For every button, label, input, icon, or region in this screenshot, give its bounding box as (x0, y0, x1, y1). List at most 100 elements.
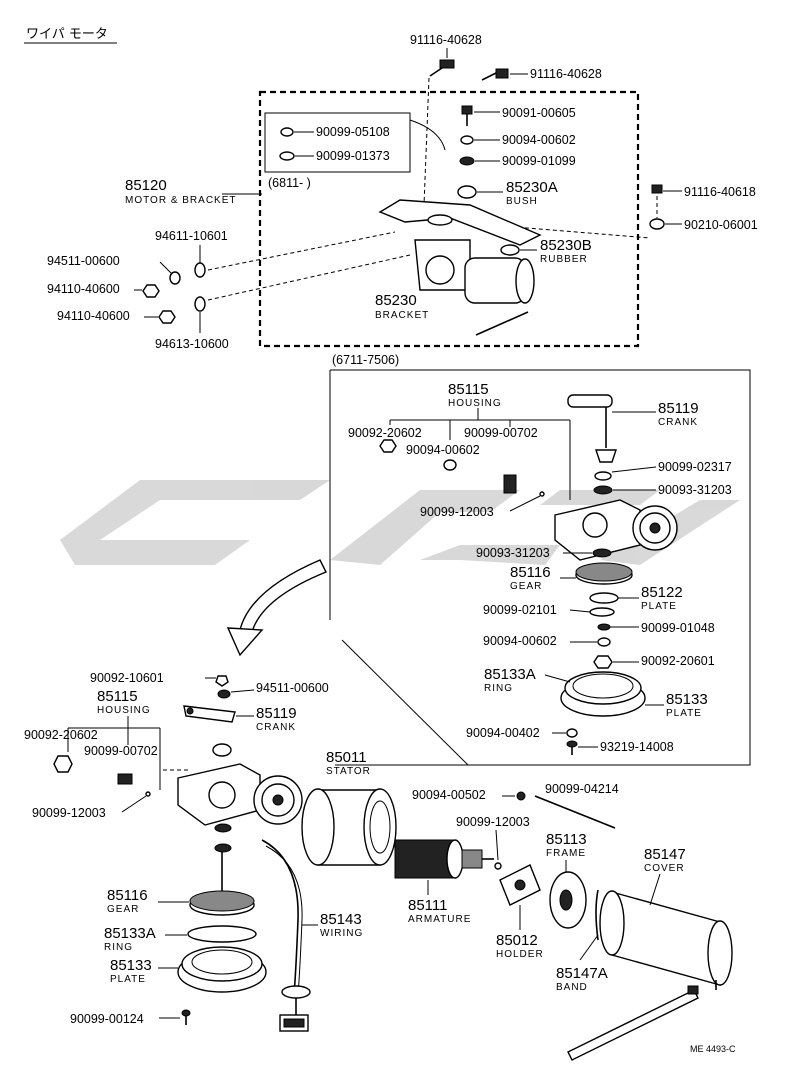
part-90093-31203-b: 90093-31203 (476, 546, 550, 560)
armature-85111 (394, 839, 494, 879)
part-90092-20602-a: 90092-20602 (348, 426, 422, 440)
part-90092-20602-b: 90092-20602 (24, 728, 98, 742)
motor-bracket-frame (258, 90, 640, 348)
part-85143-desc: WIRING (320, 928, 363, 939)
crank-85119-b (183, 705, 236, 723)
washer-90099-01373 (279, 151, 295, 161)
part-90099-04214: 90099-04214 (545, 782, 619, 796)
range-label-6711-7506: (6711-7506) (332, 353, 399, 367)
plate-85122 (589, 592, 619, 604)
motor-bracket-assembly (378, 199, 542, 336)
spring-90099-00702-a (503, 474, 517, 494)
part-94511-00600-b: 94511-00600 (256, 681, 329, 695)
bushing-top (212, 743, 232, 757)
part-85133A-a: 85133A (484, 666, 536, 683)
cover-85147 (599, 890, 733, 990)
part-85116-a-desc: GEAR (510, 581, 542, 592)
part-85115-a-desc: HOUSING (448, 398, 502, 409)
part-85147A: 85147A (556, 965, 608, 982)
part-85230B: 85230B (540, 237, 592, 254)
part-85133A-b-desc: RING (104, 942, 133, 953)
washer-bottom-a (214, 823, 232, 833)
washer-90099-01099 (459, 156, 475, 166)
part-94613-10600: 94613-10600 (155, 337, 229, 351)
washer-94511-00600-b (217, 689, 231, 699)
part-94511-00600-a: 94511-00600 (47, 254, 120, 268)
leader (489, 224, 651, 239)
page-title: ワイパ モータ (26, 27, 108, 42)
leader (649, 873, 661, 906)
part-85230A: 85230A (506, 179, 558, 196)
leader (495, 829, 499, 861)
part-90099-01099: 90099-01099 (502, 154, 576, 168)
output-shaft (567, 985, 699, 1061)
part-85115-b-desc: HOUSING (97, 705, 151, 716)
part-85116-a: 85116 (510, 564, 551, 581)
part-91116-40628-b: 91116-40628 (530, 67, 602, 81)
nut-94110-40600-b (158, 310, 176, 324)
part-85120: 85120 (125, 177, 167, 194)
part-94110-40600-b: 94110-40600 (57, 309, 130, 323)
part-90099-01373: 90099-01373 (316, 149, 390, 163)
part-90099-00702-b: 90099-00702 (84, 744, 158, 758)
washer-90093-31203-a (593, 485, 613, 495)
part-90093-31203-a: 90093-31203 (658, 483, 732, 497)
range-label-6811: (6811- ) (268, 176, 311, 190)
crank-85119-a (567, 394, 617, 463)
range-box (330, 369, 751, 766)
leader (230, 689, 255, 693)
washer-90094-00402 (566, 728, 578, 738)
part-85012-desc: HOLDER (496, 949, 544, 960)
part-90099-05108: 90099-05108 (316, 125, 390, 139)
part-85115-a: 85115 (448, 381, 489, 398)
washer-94613-10600 (194, 296, 206, 312)
part-90099-00702-a: 90099-00702 (464, 426, 538, 440)
part-85012: 85012 (496, 932, 538, 949)
part-90099-01048: 90099-01048 (641, 621, 715, 635)
bolt-90091-00605 (461, 105, 473, 126)
housing-85115-b (160, 763, 303, 826)
part-93219-14008: 93219-14008 (600, 740, 674, 754)
part-90210-06001: 90210-06001 (684, 218, 758, 232)
plate-85133-b (177, 946, 267, 993)
bolt-91116-40628-a (429, 59, 455, 77)
part-91116-40618: 91116-40618 (684, 185, 756, 199)
leader (207, 231, 396, 271)
leader (121, 795, 147, 813)
part-85133A-b: 85133A (104, 925, 156, 942)
part-85113: 85113 (546, 831, 587, 848)
washer-bottom-b (214, 843, 232, 853)
part-85147-desc: COVER (644, 863, 685, 874)
housing-85115-a (554, 499, 678, 561)
ring-85133A-b (187, 925, 257, 943)
part-85115-b: 85115 (97, 688, 138, 705)
part-85116-b: 85116 (107, 887, 148, 904)
washer-90099-01048 (597, 623, 611, 631)
stator-85011 (301, 788, 397, 866)
part-90099-12003-b: 90099-12003 (32, 806, 106, 820)
washer-90099-02101 (589, 607, 615, 617)
part-85111: 85111 (408, 897, 448, 914)
spring-90099-00702-b (117, 773, 133, 785)
washer-90094-00502 (516, 791, 526, 801)
bolt-91116-40628-b (481, 68, 509, 81)
part-85122-desc: PLATE (641, 601, 677, 612)
ball-90099-12003-b (145, 791, 151, 797)
part-85011: 85011 (326, 749, 367, 766)
part-85113-desc: FRAME (546, 848, 586, 859)
part-85133A-a-desc: RING (484, 683, 513, 694)
nut-90099-05108 (280, 127, 294, 137)
washer-90094-00602-b (443, 459, 457, 471)
part-90094-00602-c: 90094-00602 (483, 634, 557, 648)
part-90099-00124: 90099-00124 (70, 1012, 144, 1026)
part-90092-20601: 90092-20601 (641, 654, 715, 668)
diagram-code: ME 4493-C (690, 1044, 736, 1054)
part-90094-00402: 90094-00402 (466, 726, 540, 740)
nut-90092-20601 (593, 655, 613, 669)
part-85230B-desc: RUBBER (540, 254, 588, 265)
bolt-90099-04214 (534, 795, 616, 829)
part-90099-12003-a: 90099-12003 (420, 505, 494, 519)
leader (579, 934, 599, 961)
part-85133-b-desc: PLATE (110, 974, 146, 985)
part-90099-02101: 90099-02101 (483, 603, 557, 617)
